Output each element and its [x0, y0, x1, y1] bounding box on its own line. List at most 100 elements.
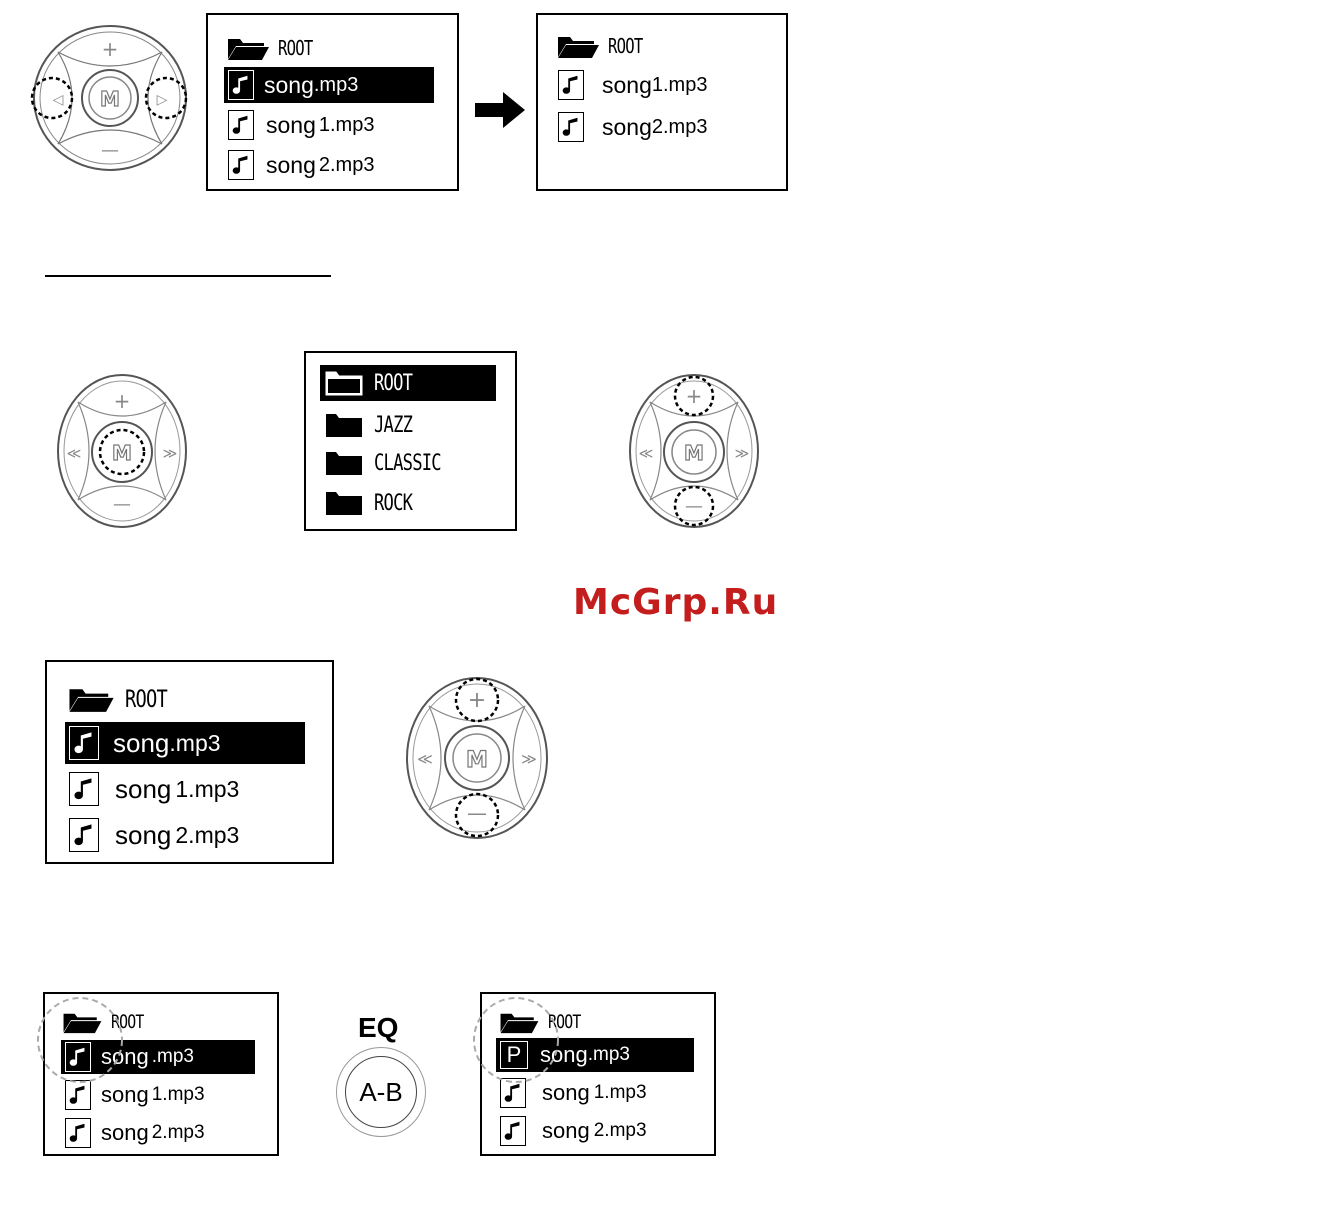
folder-label: JAZZ	[374, 413, 412, 438]
item-base: song	[115, 774, 171, 805]
folder-item[interactable]: JAZZ	[320, 407, 515, 443]
dial-4-m-label: M	[466, 748, 488, 773]
dial-4-minus: —	[467, 801, 487, 825]
dial-3-rew: ≪	[639, 446, 654, 462]
dial-2-minus: —	[113, 494, 131, 515]
highlight-circle-left	[34, 994, 126, 1086]
arrow-right-icon	[473, 90, 527, 130]
folder-label: ROCK	[374, 491, 412, 516]
dial-3-fwd: ≫	[735, 446, 750, 462]
item-ext: .mp3	[169, 730, 220, 757]
list-item-selected[interactable]: song.mp3	[224, 67, 434, 103]
eq-label: EQ	[358, 1012, 398, 1044]
music-note-icon	[558, 70, 584, 100]
item-ext: .mp3	[314, 74, 358, 97]
folder-label: ROOT	[374, 371, 412, 396]
dial-3-m-label: M	[684, 441, 704, 465]
dial-4-rew: ≪	[417, 750, 433, 768]
dial-1-m-label: M	[100, 87, 120, 111]
root-row: ROOT	[556, 31, 786, 61]
item-ext: 2.mp3	[175, 822, 239, 849]
root-label: ROOT	[608, 34, 642, 58]
item-ext: 1.mp3	[175, 776, 239, 803]
item-base: song	[115, 820, 171, 851]
music-note-icon	[69, 772, 99, 806]
dial-4-plus: +	[468, 688, 486, 713]
root-row: ROOT	[67, 682, 332, 716]
item-ext: 1.mp3	[594, 1082, 647, 1104]
item-base: song	[266, 152, 316, 179]
dial-2-rew: ≪	[67, 446, 82, 462]
ab-button-label: A-B	[345, 1056, 417, 1128]
dial-1-next: ▷	[157, 92, 168, 108]
folder-item[interactable]: ROCK	[320, 485, 515, 521]
item-ext: 2.mp3	[594, 1120, 647, 1142]
music-note-icon	[69, 726, 99, 760]
dial-2-plus: +	[114, 389, 131, 413]
item-ext: 2.mp3	[652, 116, 708, 139]
item-ext: .mp3	[152, 1046, 194, 1068]
item-ext: 2.mp3	[319, 154, 375, 177]
folder-icon	[324, 489, 364, 517]
dial-1-minus: —	[101, 140, 119, 161]
highlight-circle-right	[470, 994, 562, 1086]
folder-label: CLASSIC	[374, 451, 441, 476]
folder-item[interactable]: CLASSIC	[320, 445, 515, 481]
item-base: song	[266, 112, 316, 139]
dial-2-m-label: M	[112, 441, 132, 465]
watermark: McGrp.Ru	[573, 582, 778, 623]
dial-2-fwd: ≫	[163, 446, 178, 462]
screen-after-delete: ROOT song1.mp3 song2.mp3	[536, 13, 788, 191]
root-label: ROOT	[125, 685, 167, 713]
item-base: song	[602, 72, 652, 99]
dial-4-fwd: ≫	[521, 750, 537, 768]
music-note-icon	[65, 1118, 91, 1148]
music-note-icon	[228, 70, 254, 100]
folder-icon	[324, 369, 364, 397]
control-dial-1: M + — ◁ ▷	[28, 20, 192, 176]
item-ext: 1.mp3	[319, 114, 375, 137]
control-dial-2: M + — ≪ ≫	[54, 372, 190, 530]
music-note-icon	[500, 1116, 526, 1146]
list-item-selected[interactable]: song.mp3	[65, 722, 305, 764]
music-note-icon	[69, 818, 99, 852]
root-row: ROOT	[226, 33, 457, 63]
control-dial-3: M + — ≪ ≫	[626, 372, 762, 530]
music-note-icon	[228, 110, 254, 140]
item-ext: 1.mp3	[152, 1084, 205, 1106]
item-base: song	[602, 114, 652, 141]
root-label: ROOT	[278, 36, 312, 60]
dial-3-minus: —	[685, 496, 703, 517]
ab-button[interactable]: A-B	[336, 1047, 426, 1137]
item-base: song	[264, 72, 314, 99]
folder-icon	[324, 449, 364, 477]
folder-screen: ROOT JAZZ CLASSIC ROCK	[304, 351, 517, 531]
dial-3-plus: +	[686, 384, 703, 408]
dial-1-plus: +	[102, 37, 119, 61]
dial-1-prev: ◁	[53, 92, 64, 108]
music-note-icon	[558, 112, 584, 142]
folder-open-icon	[67, 685, 115, 713]
item-base: song	[101, 1120, 149, 1146]
folder-item-selected[interactable]: ROOT	[320, 365, 496, 401]
item-base: song	[542, 1118, 590, 1144]
section-divider	[45, 275, 331, 277]
control-dial-4: M + — ≪ ≫	[403, 674, 551, 842]
folder-icon	[324, 411, 364, 439]
item-ext: 1.mp3	[652, 74, 708, 97]
item-ext: 2.mp3	[152, 1122, 205, 1144]
folder-open-icon	[226, 35, 270, 61]
folder-open-icon	[556, 33, 600, 59]
music-note-icon	[228, 150, 254, 180]
item-ext: .mp3	[588, 1044, 630, 1066]
